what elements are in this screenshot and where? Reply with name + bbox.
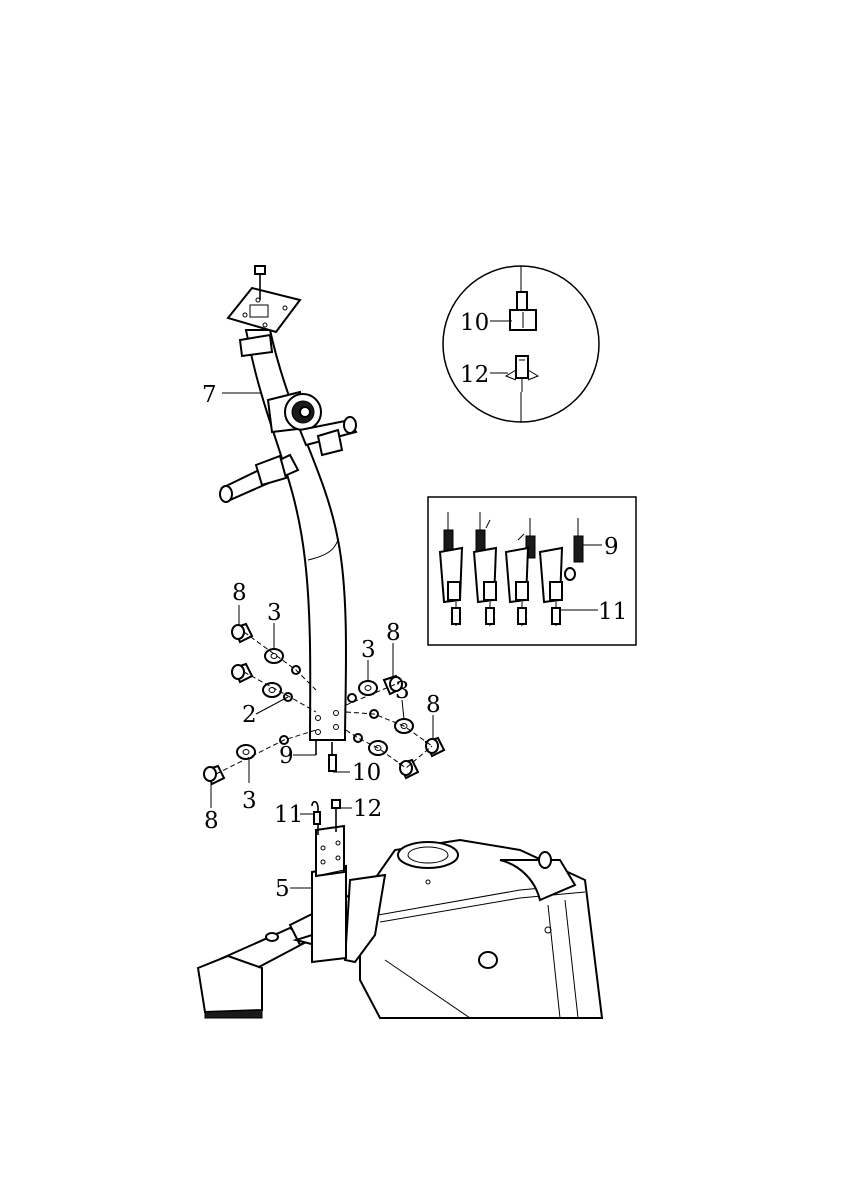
label-8: 8 bbox=[232, 580, 247, 606]
base-frame bbox=[198, 840, 602, 1018]
inset-label-9: 9 bbox=[604, 534, 619, 560]
label-3: 3 bbox=[395, 678, 410, 704]
label-7: 7 bbox=[202, 382, 217, 408]
inset-label-11: 11 bbox=[598, 599, 627, 625]
inset-label-12: 12 bbox=[460, 362, 489, 388]
label-10: 10 bbox=[352, 760, 381, 786]
label-8: 8 bbox=[204, 808, 219, 834]
label-8: 8 bbox=[386, 620, 401, 646]
label-3: 3 bbox=[242, 788, 257, 814]
cable-clip-steps-inset: 9 11 bbox=[428, 497, 636, 645]
label-9: 9 bbox=[279, 743, 294, 769]
label-12: 12 bbox=[353, 796, 382, 822]
left-fasteners bbox=[204, 624, 316, 784]
connector-detail-inset: 10 12 bbox=[443, 266, 599, 422]
inset-label-10: 10 bbox=[460, 310, 489, 336]
label-2: 2 bbox=[242, 702, 257, 728]
label-5: 5 bbox=[275, 876, 290, 902]
label-3: 3 bbox=[361, 637, 376, 663]
label-8: 8 bbox=[426, 692, 441, 718]
label-3: 3 bbox=[267, 600, 282, 626]
base-post bbox=[312, 826, 346, 962]
label-11: 11 bbox=[274, 802, 303, 828]
